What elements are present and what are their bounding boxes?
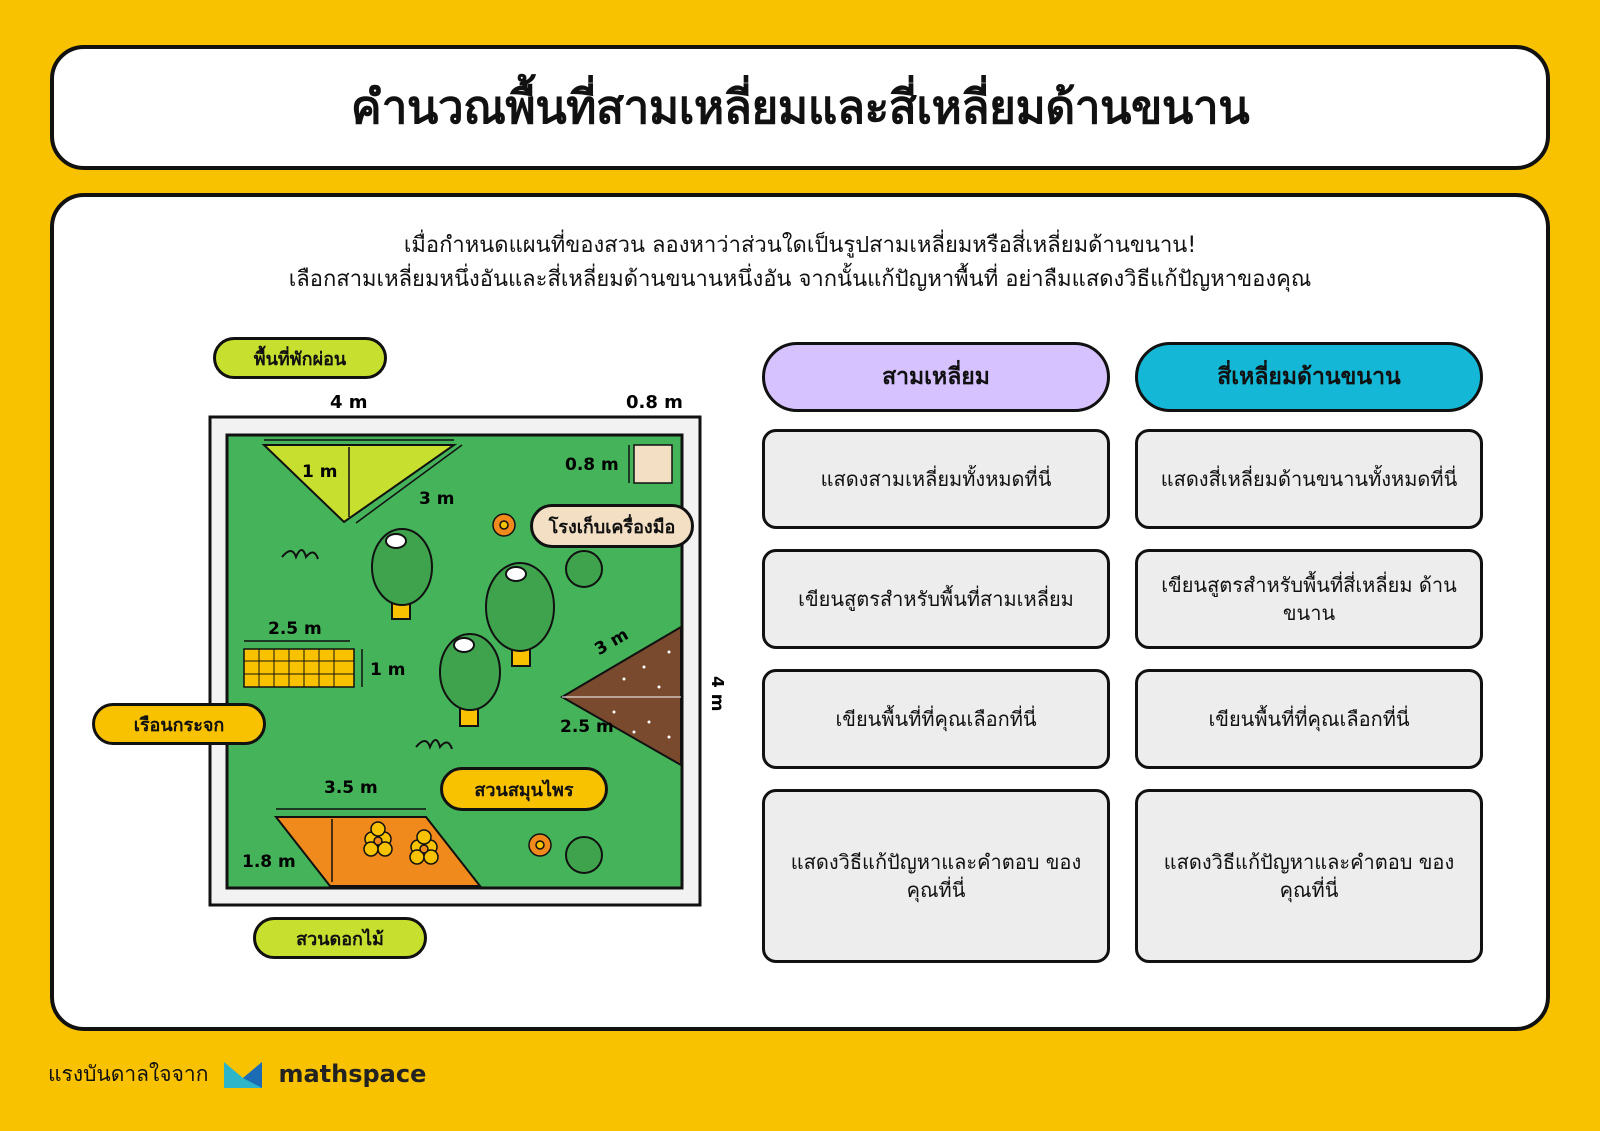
tree-icons xyxy=(371,528,603,874)
flower-icons xyxy=(363,821,439,865)
rest-base-label: 3 m xyxy=(419,489,454,509)
instruction-line-1: เมื่อกำหนดแผนที่ของสวน ลองหาว่าส่วนใดเป็… xyxy=(403,233,1197,258)
flower-height-label: 1.8 m xyxy=(242,852,296,872)
small-flower-icons xyxy=(492,513,552,857)
parallelogram-card-solution[interactable]: แสดงวิธีแก้ปัญหาและคำตอบ ของคุณที่นี่ xyxy=(1135,789,1483,963)
rest-area-triangle xyxy=(261,444,458,524)
herb-garden-triangle xyxy=(560,625,682,767)
triangle-card-show[interactable]: แสดงสามเหลี่ยมทั้งหมดที่นี่ xyxy=(762,429,1110,529)
instructions: เมื่อกำหนดแผนที่ของสวน ลองหาว่าส่วนใดเป็… xyxy=(54,229,1546,297)
instruction-line-2: เลือกสามเหลี่ยมหนึ่งอันและสี่เหลี่ยมด้าน… xyxy=(288,267,1312,292)
greenhouse-label: เรือนกระจก xyxy=(92,703,266,745)
flower-base-label: 3.5 m xyxy=(324,778,378,798)
rest-area-label: พื้นที่พักผ่อน xyxy=(213,337,387,379)
rest-height-label: 1 m xyxy=(302,462,337,482)
triangle-card-area[interactable]: เขียนพื้นที่ที่คุณเลือกที่นี่ xyxy=(762,669,1110,769)
inspired-by-text: แรงบันดาลใจจาก xyxy=(48,1061,209,1086)
herb-base-label: 2.5 m xyxy=(560,717,614,737)
parallelogram-card-area[interactable]: เขียนพื้นที่ที่คุณเลือกที่นี่ xyxy=(1135,669,1483,769)
title-banner: คำนวณพื้นที่สามเหลี่ยมและสี่เหลี่ยมด้านข… xyxy=(50,45,1550,170)
mathspace-logo-icon xyxy=(224,1062,263,1088)
parallelogram-column-header: สี่เหลี่ยมด้านขนาน xyxy=(1135,342,1483,412)
herb-soil-dots xyxy=(612,650,671,739)
flower-garden-label: สวนดอกไม้ xyxy=(253,917,427,959)
parallelogram-card-formula[interactable]: เขียนสูตรสำหรับพื้นที่สี่เหลี่ยม ด้านขนา… xyxy=(1135,549,1483,649)
triangle-column-header: สามเหลี่ยม xyxy=(762,342,1110,412)
page-title: คำนวณพื้นที่สามเหลี่ยมและสี่เหลี่ยมด้านข… xyxy=(350,80,1250,134)
mathspace-brand: mathspace xyxy=(278,1060,427,1088)
top-shed-label: 0.8 m xyxy=(626,392,683,413)
greenhouse-height-label: 1 m xyxy=(370,660,405,680)
greenhouse-width-label: 2.5 m xyxy=(268,619,322,639)
tool-shed-square xyxy=(633,444,673,484)
greenhouse-panel xyxy=(243,648,355,688)
right-side-label: 4 m xyxy=(707,676,724,711)
grass-icons xyxy=(281,549,453,750)
herb-garden-label: สวนสมุนไพร xyxy=(440,767,608,811)
top-width-label: 4 m xyxy=(330,392,368,413)
shed-side-label: 0.8 m xyxy=(565,455,619,475)
footer: แรงบันดาลใจจาก mathspace xyxy=(48,1051,426,1097)
tool-shed-label: โรงเก็บเครื่องมือ xyxy=(530,504,694,548)
parallelogram-card-show[interactable]: แสดงสี่เหลี่ยมด้านขนานทั้งหมดที่นี่ xyxy=(1135,429,1483,529)
worksheet-panel: เมื่อกำหนดแผนที่ของสวน ลองหาว่าส่วนใดเป็… xyxy=(50,193,1550,1031)
triangle-card-solution[interactable]: แสดงวิธีแก้ปัญหาและคำตอบ ของคุณที่นี่ xyxy=(762,789,1110,963)
garden-map: 1 m 3 m 0.8 m 4 m 0.8 m 2.5 m 1 m xyxy=(208,392,724,907)
triangle-card-formula[interactable]: เขียนสูตรสำหรับพื้นที่สามเหลี่ยม xyxy=(762,549,1110,649)
